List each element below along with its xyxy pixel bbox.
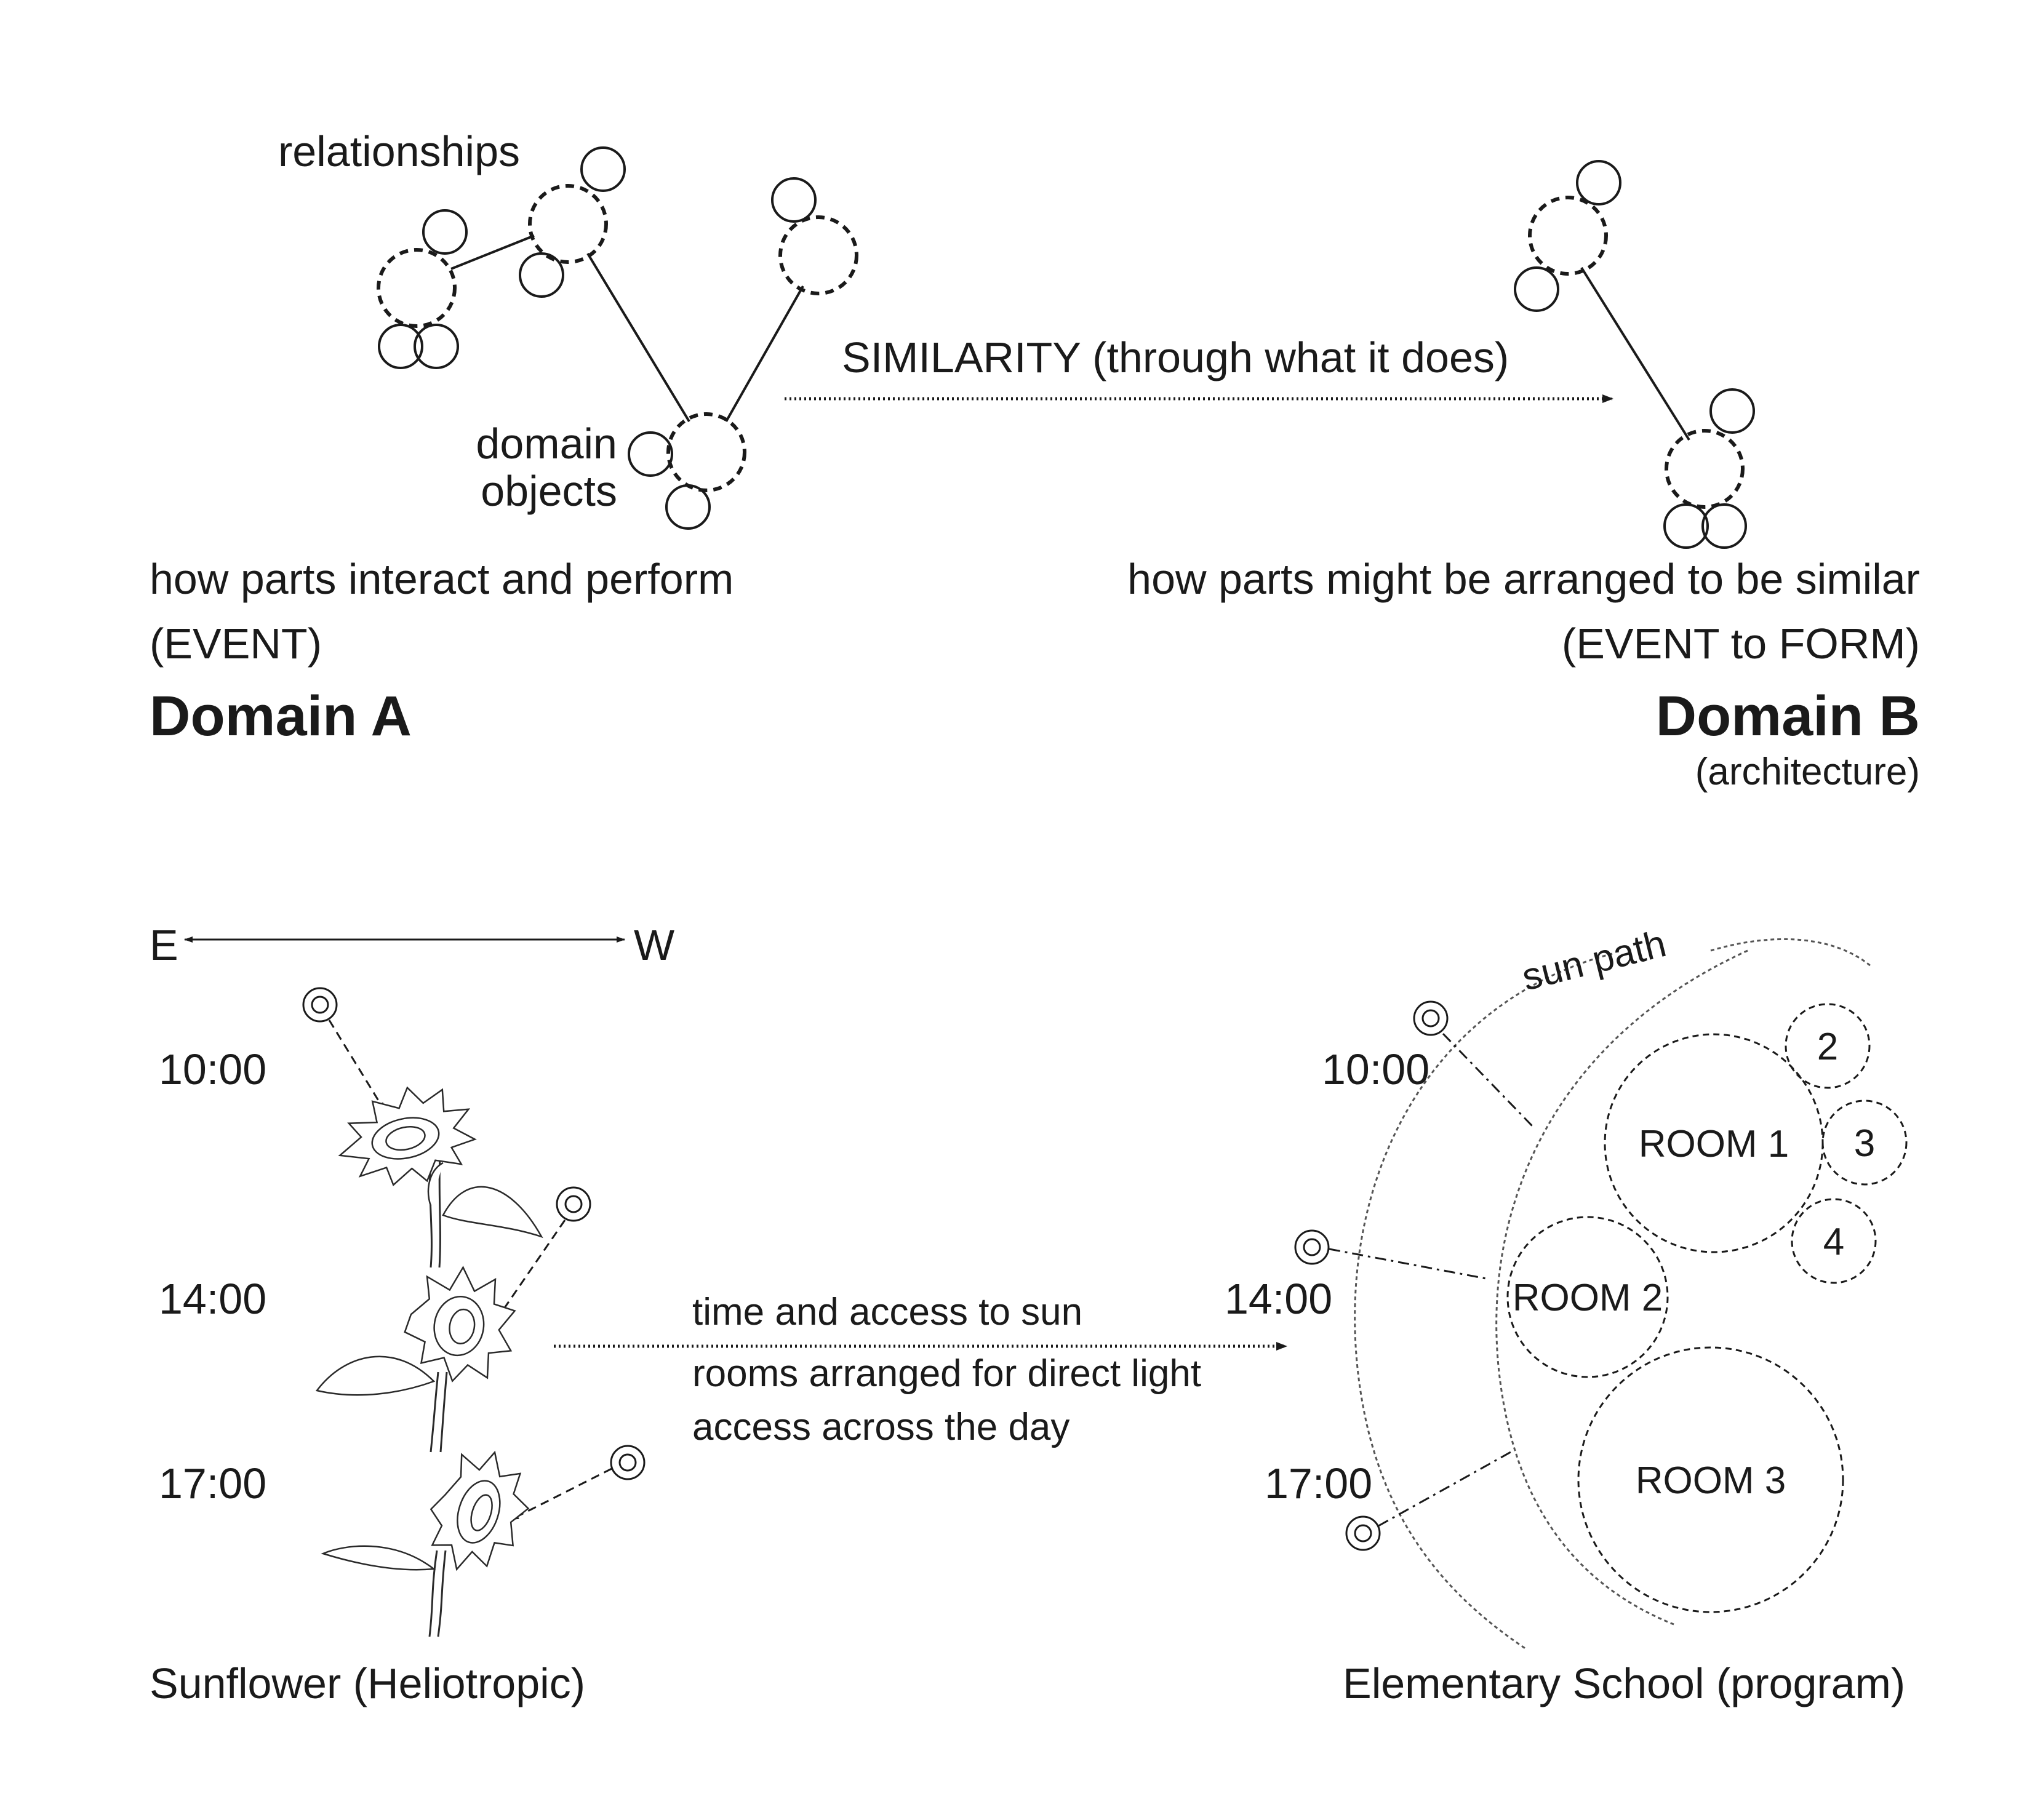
attribute-circle — [1709, 388, 1755, 434]
attribute-circle — [1663, 503, 1709, 549]
light-ray — [1442, 1032, 1533, 1127]
domain-object-node — [528, 184, 608, 264]
domain-objects-label-line2: objects — [481, 467, 617, 515]
sunflower-1400 — [315, 1266, 516, 1453]
sun-icon — [302, 987, 338, 1023]
mapping-label-line2: rooms arranged for direct light — [692, 1352, 1201, 1395]
west-label: W — [634, 921, 674, 969]
domain-object-node — [377, 248, 457, 328]
room-1-label: ROOM 1 — [1639, 1123, 1789, 1165]
light-ray — [1378, 1451, 1511, 1527]
room-3-label: ROOM 3 — [1636, 1459, 1786, 1502]
attribute-circle — [519, 252, 564, 298]
sun-ray — [510, 1467, 612, 1521]
sun-icon — [1294, 1229, 1330, 1265]
mapping-label-line1: time and access to sun — [692, 1291, 1082, 1333]
sunflower-1000 — [338, 1086, 543, 1268]
domain-b-description-line2: (EVENT to FORM) — [1562, 620, 1920, 668]
domain-b-network — [1514, 160, 1755, 549]
sun-path-outer-arc — [1354, 952, 1613, 1650]
attribute-circle — [422, 209, 468, 255]
sunflower-caption: Sunflower (Heliotropic) — [150, 1659, 585, 1707]
sunflower-1700 — [321, 1450, 530, 1637]
room-3: ROOM 3 — [1577, 1346, 1844, 1613]
sun-icon — [610, 1445, 646, 1480]
small-room-3-label: 3 — [1854, 1122, 1875, 1165]
domain-object-node — [1528, 196, 1608, 276]
attribute-circle — [628, 431, 673, 477]
domain-object-node — [778, 215, 858, 295]
sun-icon — [1413, 1000, 1449, 1036]
attribute-circle — [414, 324, 459, 369]
attribute-circle — [665, 484, 711, 530]
light-ray — [1329, 1248, 1487, 1280]
room-2-label: ROOM 2 — [1513, 1277, 1663, 1319]
domain-object-node — [666, 412, 746, 492]
domain-a-description-line1: how parts interact and perform — [150, 555, 734, 603]
domain-objects-label-line1: domain — [476, 420, 617, 468]
time-label-left-1400: 14:00 — [159, 1275, 266, 1323]
sun-path-inner-arc — [1495, 949, 1748, 1626]
sun-ray — [497, 1219, 566, 1317]
sun-ray — [328, 1020, 386, 1111]
domain-b-description-line1: how parts might be arranged to be simila… — [1127, 555, 1920, 603]
domain-a-title: Domain A — [150, 685, 412, 748]
school-caption: Elementary School (program) — [1343, 1659, 1905, 1707]
east-label: E — [150, 921, 178, 969]
similarity-label: SIMILARITY (through what it does) — [842, 333, 1509, 381]
relationship-line — [450, 234, 535, 270]
domain-b-subtitle: (architecture) — [1695, 751, 1920, 793]
small-room-4: 4 — [1791, 1198, 1877, 1284]
mapping-label-line3: access across the day — [692, 1406, 1069, 1448]
attribute-circle — [580, 146, 626, 192]
domain-a-network — [377, 146, 858, 530]
relationship-line — [725, 285, 804, 422]
room-2: ROOM 2 — [1506, 1216, 1669, 1378]
time-label-right-1400: 14:00 — [1225, 1275, 1332, 1323]
small-room-2-label: 2 — [1817, 1026, 1838, 1068]
time-label-right-1000: 10:00 — [1322, 1045, 1429, 1093]
relationship-line — [1580, 266, 1690, 441]
attribute-circle — [1701, 503, 1747, 549]
time-label-left-1700: 17:00 — [159, 1459, 266, 1507]
relationship-line — [586, 252, 690, 423]
time-label-right-1700: 17:00 — [1265, 1459, 1372, 1507]
domain-b-title: Domain B — [1656, 685, 1920, 748]
small-room-2: 2 — [1785, 1003, 1871, 1089]
room-1: ROOM 1 — [1604, 1033, 1824, 1253]
attribute-circle — [378, 324, 423, 369]
domain-a-description-line2: (EVENT) — [150, 620, 322, 668]
sun-path-top-arc — [1710, 938, 1871, 967]
sun-icon — [1345, 1515, 1381, 1551]
small-room-3: 3 — [1821, 1100, 1908, 1186]
attribute-circle — [771, 177, 817, 223]
attribute-circle — [1514, 266, 1559, 312]
attribute-circle — [1576, 160, 1621, 206]
relationships-label: relationships — [278, 127, 520, 175]
sun-icon — [556, 1186, 591, 1222]
time-label-left-1000: 10:00 — [159, 1045, 266, 1093]
domain-object-node — [1665, 429, 1745, 509]
small-room-4-label: 4 — [1823, 1221, 1844, 1263]
sun-path-label: sun path — [1518, 922, 1670, 999]
